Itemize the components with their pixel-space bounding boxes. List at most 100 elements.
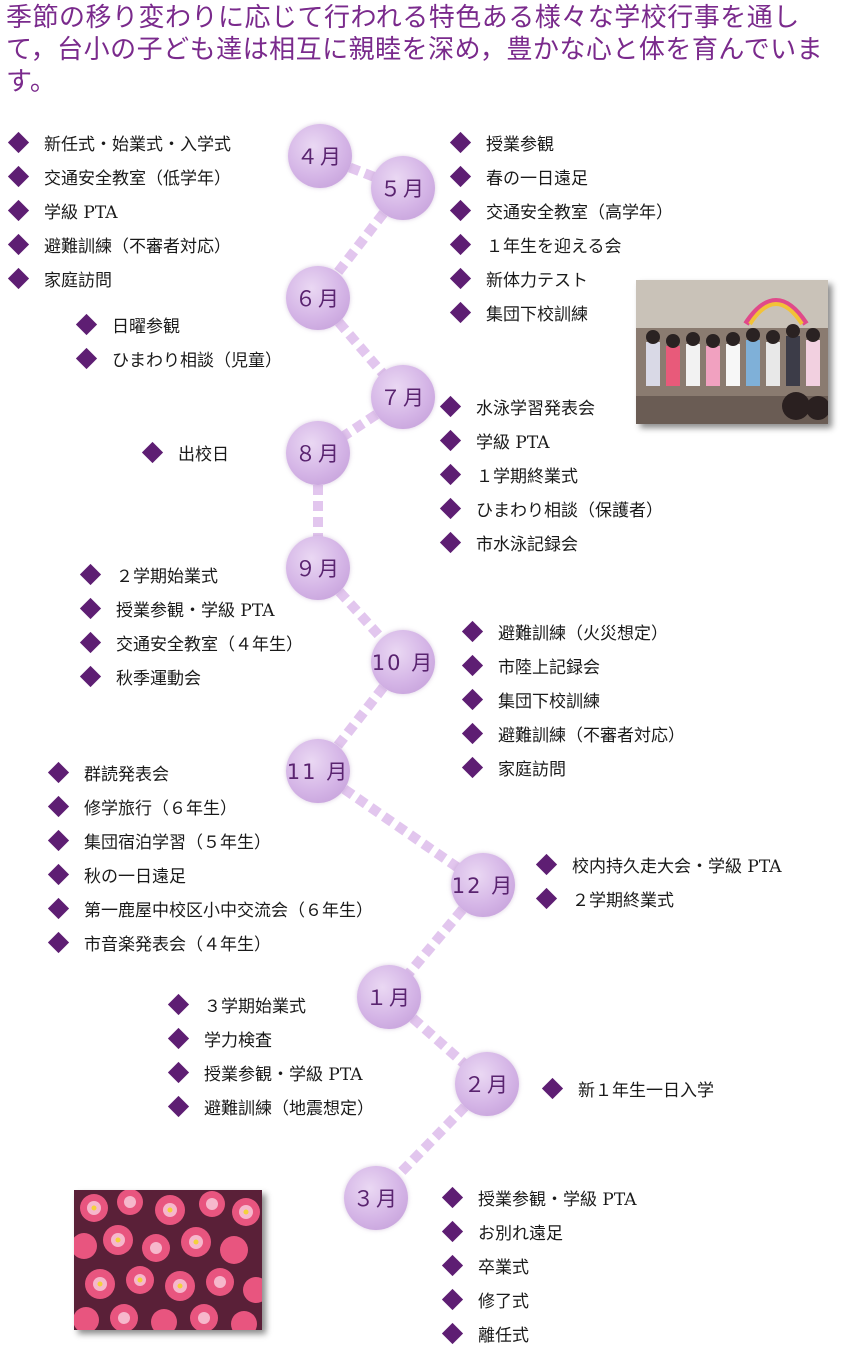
event-item: 秋季運動会: [78, 659, 303, 693]
diamond-bullet-icon: [47, 863, 70, 885]
event-item: 家庭訪問: [6, 261, 231, 295]
event-label: １学期終業式: [476, 466, 578, 487]
event-item: 授業参観・学級 PTA: [78, 591, 303, 625]
diamond-bullet-icon: [79, 563, 102, 585]
diamond-bullet-icon: [541, 1077, 564, 1099]
month-bubble-apr: ４月: [288, 124, 352, 188]
event-label: 学級 PTA: [44, 202, 118, 223]
diamond-bullet-icon: [461, 756, 484, 778]
event-label: 避難訓練（地震想定）: [204, 1098, 374, 1119]
event-label: 集団下校訓練: [486, 304, 588, 325]
diamond-bullet-icon: [47, 897, 70, 919]
month-bubble-oct: 10 月: [371, 630, 435, 694]
event-label: 水泳学習発表会: [476, 398, 595, 419]
event-label: 交通安全教室（４年生）: [116, 634, 303, 655]
event-label: ３学期始業式: [204, 996, 306, 1017]
event-label: 秋季運動会: [116, 668, 201, 689]
event-label: 新体力テスト: [486, 270, 588, 291]
diamond-bullet-icon: [7, 131, 30, 153]
diamond-bullet-icon: [441, 1186, 464, 1208]
diamond-bullet-icon: [7, 233, 30, 255]
month-bubble-may: ５月: [371, 156, 435, 220]
event-label: 交通安全教室（低学年）: [44, 168, 231, 189]
event-item: 避難訓練（火災想定）: [460, 614, 685, 648]
diamond-bullet-icon: [449, 233, 472, 255]
diamond-bullet-icon: [441, 1288, 464, 1310]
diamond-bullet-icon: [79, 665, 102, 687]
event-label: 市水泳記録会: [476, 534, 578, 555]
event-label: 群読発表会: [84, 764, 169, 785]
event-item: 学級 PTA: [6, 193, 231, 227]
month-bubble-jan: １月: [357, 965, 421, 1029]
event-label: 授業参観・学級 PTA: [478, 1189, 637, 1210]
event-item: 授業参観・学級 PTA: [166, 1055, 374, 1089]
event-item: 市音楽発表会（４年生）: [46, 925, 373, 959]
event-item: ひまわり相談（児童）: [74, 341, 282, 375]
month-bubble-mar: ３月: [344, 1166, 408, 1230]
events-jun: 日曜参観 ひまわり相談（児童）: [74, 307, 282, 375]
event-item: 学力検査: [166, 1021, 374, 1055]
diamond-bullet-icon: [79, 631, 102, 653]
event-item: 授業参観: [448, 125, 673, 159]
event-item: 集団下校訓練: [460, 682, 685, 716]
event-label: 出校日: [178, 444, 229, 465]
event-label: 春の一日遠足: [486, 168, 588, 189]
event-item: ３学期始業式: [166, 987, 374, 1021]
diamond-bullet-icon: [7, 267, 30, 289]
event-label: 避難訓練（火災想定）: [498, 623, 668, 644]
connector-11-12: [315, 766, 486, 890]
event-item: 修了式: [440, 1282, 637, 1316]
event-item: 校内持久走大会・学級 PTA: [534, 847, 782, 881]
diamond-bullet-icon: [7, 199, 30, 221]
event-item: 日曜参観: [74, 307, 282, 341]
diamond-bullet-icon: [441, 1220, 464, 1242]
event-item: 家庭訪問: [460, 750, 685, 784]
flowers-photo: [74, 1190, 262, 1330]
diamond-bullet-icon: [167, 1027, 190, 1049]
diamond-bullet-icon: [535, 887, 558, 909]
event-item: 春の一日遠足: [448, 159, 673, 193]
event-label: 修学旅行（６年生）: [84, 798, 237, 819]
month-bubble-sep: ９月: [286, 536, 350, 600]
diamond-bullet-icon: [167, 993, 190, 1015]
events-feb: 新１年生一日入学: [540, 1071, 714, 1105]
event-label: 授業参観・学級 PTA: [116, 600, 275, 621]
event-label: 日曜参観: [112, 316, 180, 337]
event-item: 離任式: [440, 1316, 637, 1350]
diamond-bullet-icon: [439, 497, 462, 519]
month-bubble-dec: 12 月: [451, 853, 515, 917]
diamond-bullet-icon: [141, 441, 164, 463]
event-item: 群読発表会: [46, 755, 373, 789]
events-aug: 出校日: [140, 435, 229, 469]
event-label: 集団下校訓練: [498, 691, 600, 712]
diamond-bullet-icon: [75, 347, 98, 369]
event-label: 第一鹿屋中校区小中交流会（６年生）: [84, 900, 373, 921]
events-jul: 水泳学習発表会 学級 PTA １学期終業式 ひまわり相談（保護者） 市水泳記録会: [438, 389, 663, 559]
event-item: 秋の一日遠足: [46, 857, 373, 891]
school-event-photo: [636, 280, 828, 424]
event-item: ひまわり相談（保護者）: [438, 491, 663, 525]
month-bubble-aug: ８月: [286, 421, 350, 485]
event-label: 家庭訪問: [498, 759, 566, 780]
events-apr: 新任式・始業式・入学式 交通安全教室（低学年） 学級 PTA 避難訓練（不審者対…: [6, 125, 231, 295]
event-label: 授業参観: [486, 134, 554, 155]
diamond-bullet-icon: [441, 1254, 464, 1276]
event-item: 新１年生一日入学: [540, 1071, 714, 1105]
diamond-bullet-icon: [47, 795, 70, 817]
diamond-bullet-icon: [449, 301, 472, 323]
diamond-bullet-icon: [47, 931, 70, 953]
event-label: 新任式・始業式・入学式: [44, 134, 231, 155]
event-label: 学級 PTA: [476, 432, 550, 453]
events-may: 授業参観 春の一日遠足 交通安全教室（高学年） １年生を迎える会 新体力テスト …: [448, 125, 673, 329]
event-label: 授業参観・学級 PTA: [204, 1064, 363, 1085]
diamond-bullet-icon: [441, 1322, 464, 1344]
event-label: ２学期始業式: [116, 566, 218, 587]
event-item: 第一鹿屋中校区小中交流会（６年生）: [46, 891, 373, 925]
event-label: 避難訓練（不審者対応）: [498, 725, 685, 746]
events-oct: 避難訓練（火災想定） 市陸上記録会 集団下校訓練 避難訓練（不審者対応） 家庭訪…: [460, 614, 685, 784]
event-item: 避難訓練（地震想定）: [166, 1089, 374, 1123]
event-item: 授業参観・学級 PTA: [440, 1180, 637, 1214]
event-label: 卒業式: [478, 1257, 529, 1278]
diamond-bullet-icon: [167, 1061, 190, 1083]
event-label: ２学期終業式: [572, 890, 674, 911]
